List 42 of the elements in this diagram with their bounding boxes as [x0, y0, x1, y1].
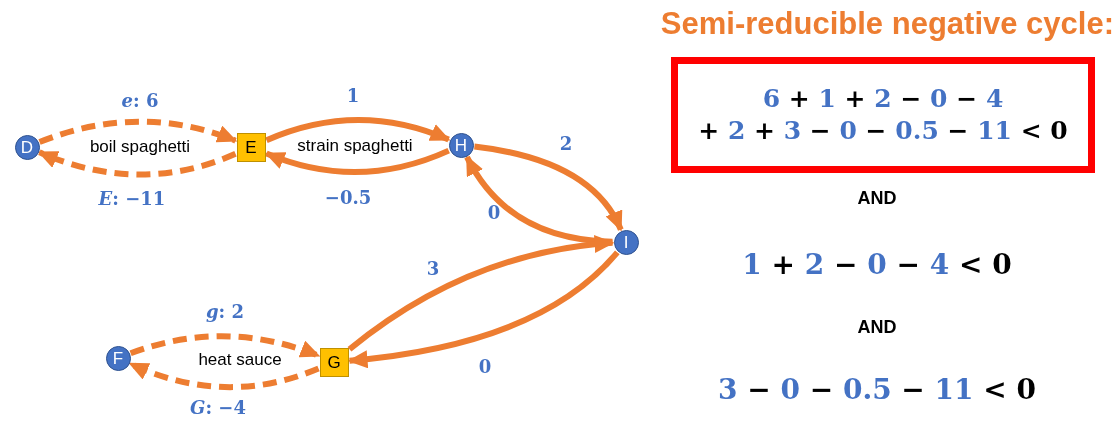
arrow [128, 360, 320, 391]
edge-label: 0 [487, 201, 501, 223]
arrow [347, 235, 615, 352]
formula: 1 + 2 − 0 − 4 < 0 [742, 246, 1012, 283]
formula: 6 + 1 + 2 − 0 − 4 + 2 + 3 − 0 − 0.5 − 11 < 0 [698, 82, 1068, 147]
edge-label: 1 [346, 84, 360, 106]
node-circle [14, 134, 40, 160]
node-circle [448, 132, 474, 158]
node-letter: H [454, 136, 468, 154]
arrow [264, 147, 450, 175]
edge-label: 3 [426, 257, 440, 279]
arrow [474, 143, 624, 232]
arrow [37, 149, 237, 178]
edge-label: −0.5 [324, 186, 372, 208]
arrow [265, 117, 451, 143]
node-letter: I [623, 233, 629, 251]
step-label: strain spaghetti [297, 136, 413, 156]
node-letter: E [245, 138, 257, 156]
node-square [236, 132, 266, 162]
step-label: boil spaghetti [89, 137, 191, 157]
node-letter: D [20, 138, 34, 156]
connector-word: AND [857, 316, 897, 338]
step-label: heat sauce [198, 350, 282, 370]
title: Semi-reducible negative cycle: [660, 6, 1114, 42]
node-circle [613, 229, 639, 255]
edge-label: 0 [478, 355, 492, 377]
edge-label: G: −4 [190, 396, 246, 418]
node-letter: F [112, 349, 124, 367]
node-circle [105, 345, 131, 371]
node-letter: G [327, 353, 341, 371]
connector-word: AND [857, 187, 897, 209]
edge-label: 2 [559, 132, 573, 154]
formula-frame [671, 57, 1095, 173]
node-square [319, 347, 349, 377]
formula: 3 − 0 − 0.5 − 11 < 0 [718, 371, 1036, 408]
arrow [129, 333, 321, 359]
arrow [464, 155, 613, 245]
edge-label: e: 6 [121, 89, 159, 111]
arrow [347, 250, 620, 368]
edge-label: g: 2 [206, 300, 244, 322]
arrow [38, 118, 238, 145]
edge-label: E: −11 [98, 187, 166, 209]
